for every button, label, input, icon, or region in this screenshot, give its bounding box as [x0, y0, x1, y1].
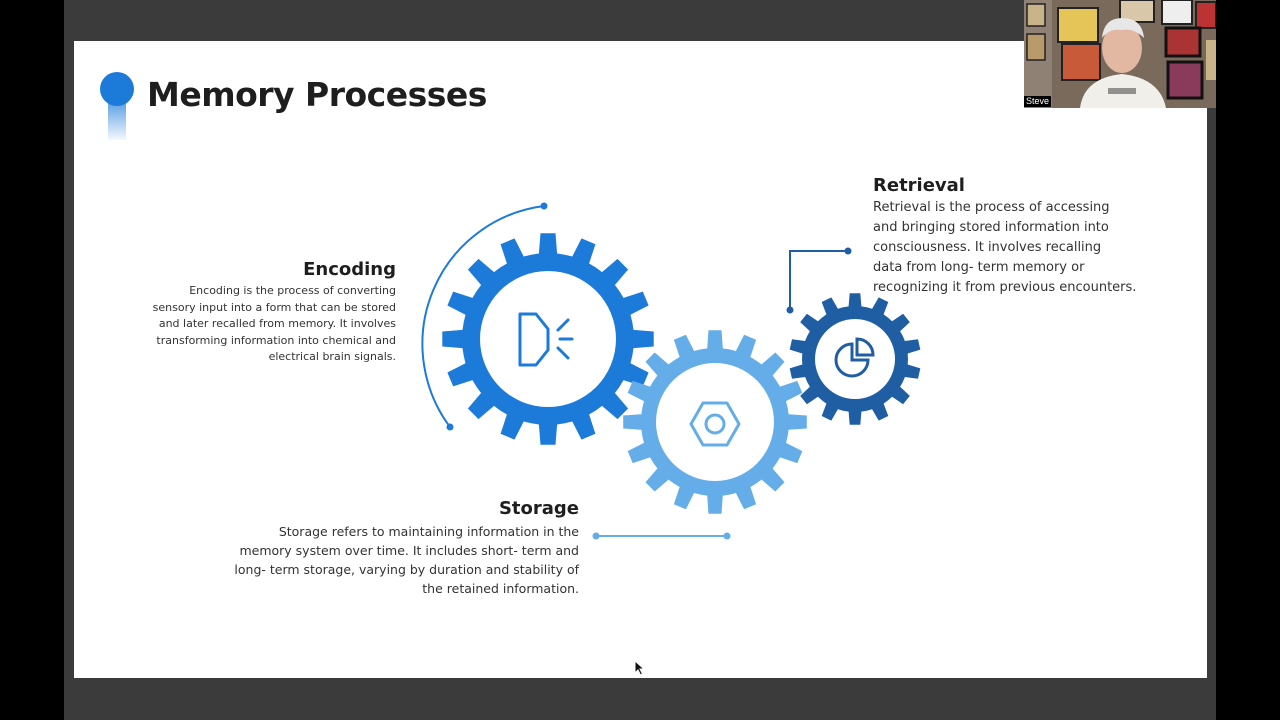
- storage-line: long- term storage, varying by duration …: [234, 562, 579, 577]
- retrieval-connector-dot-bottom: [786, 306, 794, 314]
- encoding-connector-arc: [421, 205, 545, 428]
- storage-connector-dot-right: [723, 532, 731, 540]
- storage-connector-dot-left: [592, 532, 600, 540]
- slide-title: Memory Processes: [147, 75, 487, 114]
- encoding-heading: Encoding: [303, 259, 396, 280]
- encoding-line: electrical brain signals.: [268, 350, 396, 363]
- gear-storage-hub: [656, 363, 774, 481]
- retrieval-connector-dot-top: [844, 247, 852, 255]
- presentation-slide: Memory Processes Enc: [74, 41, 1207, 678]
- encoding-line: sensory input into a form that can be st…: [152, 300, 396, 314]
- retrieval-connector: [789, 250, 848, 310]
- webcam-video-tile[interactable]: Steve: [1024, 0, 1216, 108]
- encoding-line: and later recalled from memory. It invol…: [158, 317, 396, 330]
- retrieval-line: Retrieval is the process of accessing: [873, 200, 1110, 215]
- location-pin-icon: [100, 72, 134, 140]
- encoding-connector-dot-top: [540, 202, 548, 210]
- storage-heading: Storage: [498, 498, 579, 519]
- webcam-video-frame: [1024, 0, 1216, 108]
- encoding-text: Encoding is the process of converting se…: [134, 283, 396, 366]
- retrieval-line: consciousness. It involves recalling: [873, 240, 1102, 255]
- speaker-icon: [518, 312, 574, 367]
- retrieval-line: data from long- term memory or: [873, 260, 1085, 275]
- retrieval-heading: Retrieval: [873, 175, 965, 196]
- encoding-line: transforming information into chemical a…: [156, 333, 396, 347]
- storage-line: the retained information.: [422, 581, 579, 596]
- mouse-cursor-icon: [634, 660, 646, 676]
- storage-text: Storage refers to maintaining informatio…: [214, 522, 579, 598]
- gears-diagram: [421, 202, 921, 540]
- encoding-block: Encoding Encoding is the process of conv…: [134, 259, 396, 366]
- hex-nut-icon: [689, 401, 741, 447]
- retrieval-text: Retrieval is the process of accessing an…: [873, 198, 1163, 298]
- storage-block: Storage Storage refers to maintaining in…: [214, 498, 579, 598]
- retrieval-line: recognizing it from previous encounters.: [873, 280, 1137, 295]
- pie-chart-icon: [834, 337, 875, 378]
- storage-gear: [623, 330, 807, 514]
- encoding-connector-dot-bottom: [446, 423, 454, 431]
- storage-line: Storage refers to maintaining informatio…: [278, 524, 579, 539]
- storage-line: memory system over time. It includes sho…: [239, 543, 579, 558]
- retrieval-block: Retrieval Retrieval is the process of ac…: [873, 175, 1163, 298]
- encoding-line: Encoding is the process of converting: [189, 284, 396, 297]
- participant-name-label: Steve: [1024, 96, 1052, 107]
- retrieval-line: and bringing stored information into: [873, 220, 1109, 235]
